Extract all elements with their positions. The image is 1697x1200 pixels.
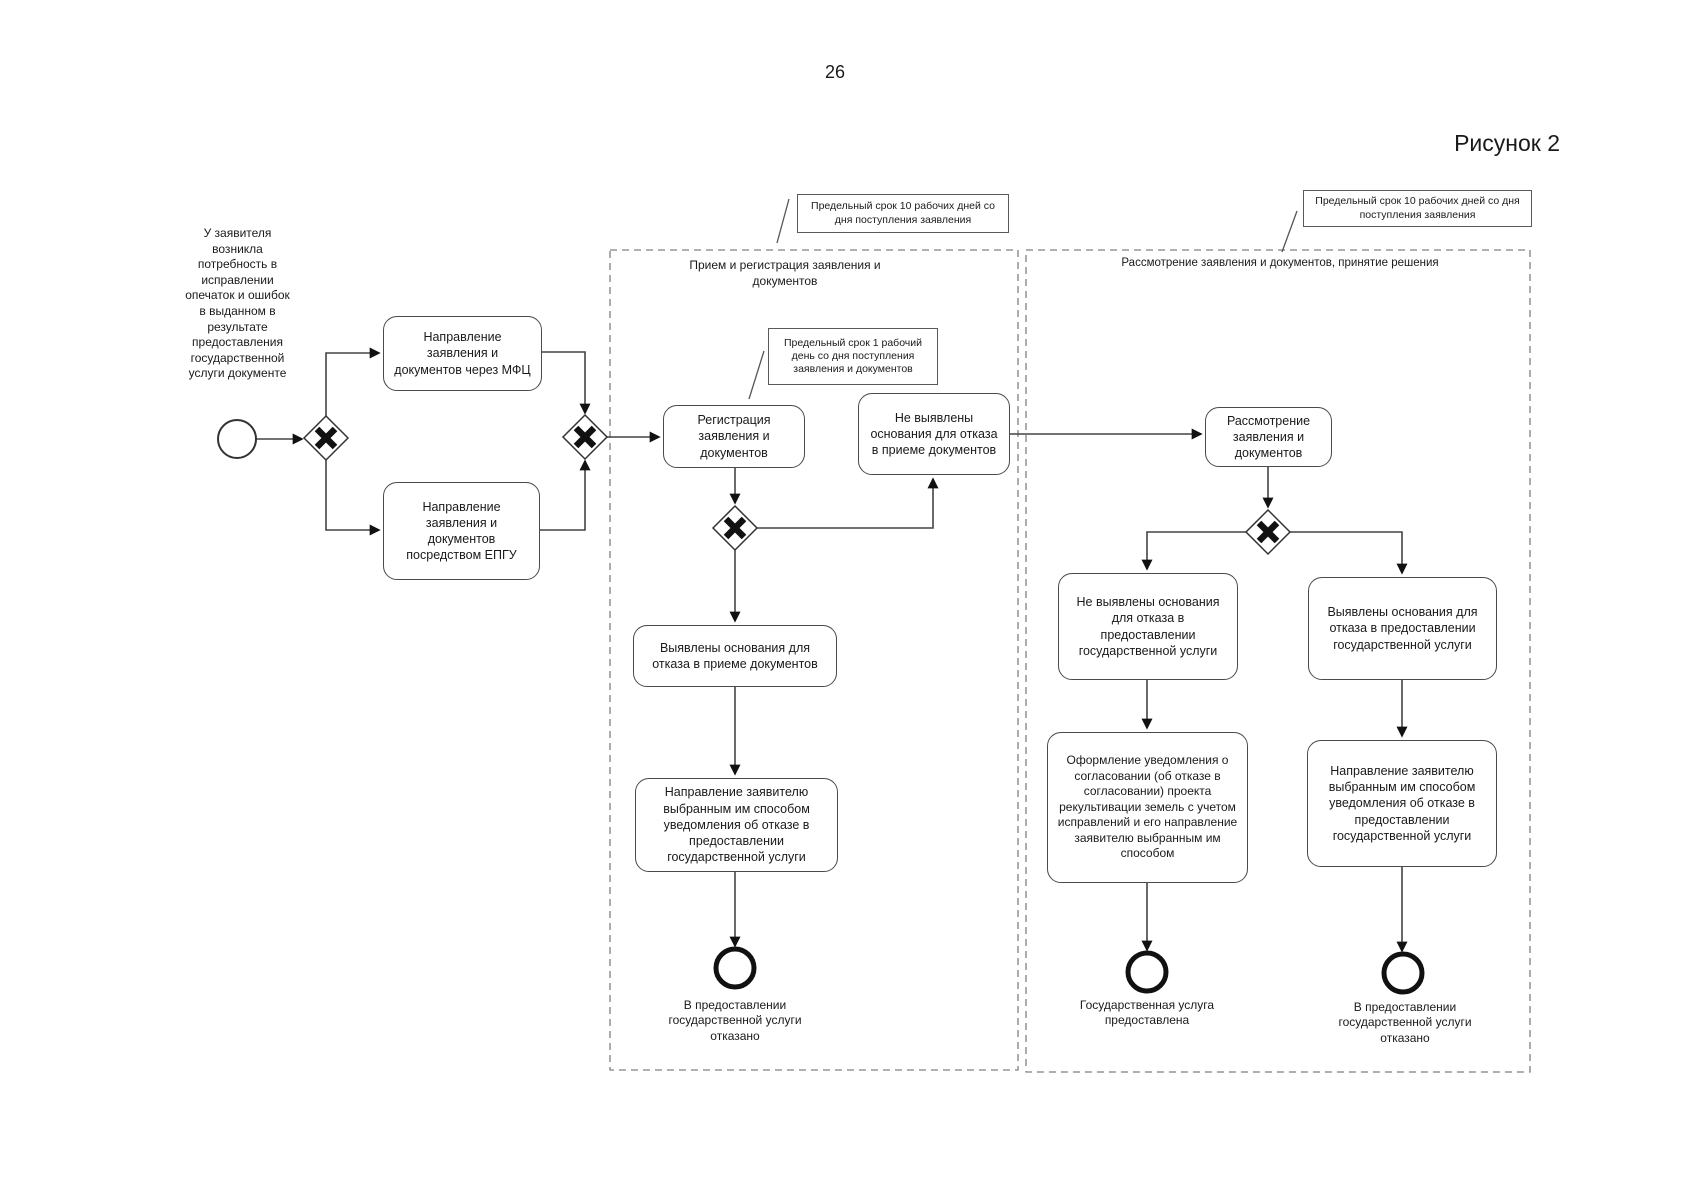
task-notify-refusal-2: Направление заявителю выбранным им спосо… xyxy=(1307,740,1497,867)
lane-reception-title: Прием и регистрация заявления и документ… xyxy=(689,258,881,288)
flow-mfc-to-merge xyxy=(542,351,591,415)
exclusive-gateway-accept-icon xyxy=(711,504,759,552)
task-send-via-epgu: Направление заявления и документов посре… xyxy=(383,482,540,580)
flow-gateway-to-epgu xyxy=(325,460,381,536)
outcome-denied-1: В предоставлении государственной услуги … xyxy=(668,998,802,1043)
flow-gateway-to-mfc xyxy=(325,347,381,416)
flow-gateway-to-no-refusal-provide xyxy=(1141,531,1246,571)
task-approval-notice: Оформление уведомления о согласовании (о… xyxy=(1047,732,1248,883)
end-event-provided-icon xyxy=(1125,950,1169,994)
flow-epgu-to-merge xyxy=(540,459,591,531)
task-refusal-provide: Выявлены основания для отказа в предоста… xyxy=(1308,577,1497,680)
annotation-connector xyxy=(776,198,790,244)
annotation-connector xyxy=(748,350,765,400)
exclusive-gateway-split-icon xyxy=(302,414,350,462)
annotation-connectors xyxy=(748,198,1298,400)
exclusive-gateway-decision-icon xyxy=(1244,508,1292,556)
outcome-provided: Государственная услуга предоставлена xyxy=(1079,998,1215,1028)
task-no-refusal-provide: Не выявлены основания для отказа в предо… xyxy=(1058,573,1238,680)
annotation-connector xyxy=(1281,210,1298,253)
task-refusal-accept: Выявлены основания для отказа в приеме д… xyxy=(633,625,837,687)
start-event-icon xyxy=(217,419,257,459)
lane-reception-frame xyxy=(609,249,1019,1071)
outcome-denied-2: В предоставлении государственной услуги … xyxy=(1338,1000,1472,1045)
task-no-refusal-accept: Не выявлены основания для отказа в прием… xyxy=(858,393,1010,475)
annotation-deadline-1-day: Предельный срок 1 рабочий день со дня по… xyxy=(768,328,938,385)
page-number: 26 xyxy=(824,62,846,82)
flow-gateway-to-no-refusal-accept xyxy=(757,477,939,529)
flow-gateway-to-refusal-provide xyxy=(1290,531,1408,575)
annotation-deadline-10-days-1: Предельный срок 10 рабочих дней со дня п… xyxy=(797,194,1009,233)
end-event-denied2-icon xyxy=(1381,951,1425,995)
end-event-denied1-icon xyxy=(713,946,757,990)
exclusive-gateway-merge-icon xyxy=(561,413,609,461)
lane-review-title: Рассмотрение заявления и документов, при… xyxy=(1121,257,1439,269)
task-registration: Регистрация заявления и документов xyxy=(663,405,805,468)
task-review: Рассмотрение заявления и документов xyxy=(1205,407,1332,467)
task-send-via-mfc: Направление заявления и документов через… xyxy=(383,316,542,391)
figure-label: Рисунок 2 xyxy=(1454,130,1560,156)
task-notify-refusal-1: Направление заявителю выбранным им спосо… xyxy=(635,778,838,872)
annotation-deadline-10-days-2: Предельный срок 10 рабочих дней со дня п… xyxy=(1303,190,1532,227)
lane-review-frame xyxy=(1025,249,1531,1073)
sequence-flows xyxy=(256,347,1408,953)
start-condition-note: У заявителя возникла потребность в испра… xyxy=(185,226,290,381)
